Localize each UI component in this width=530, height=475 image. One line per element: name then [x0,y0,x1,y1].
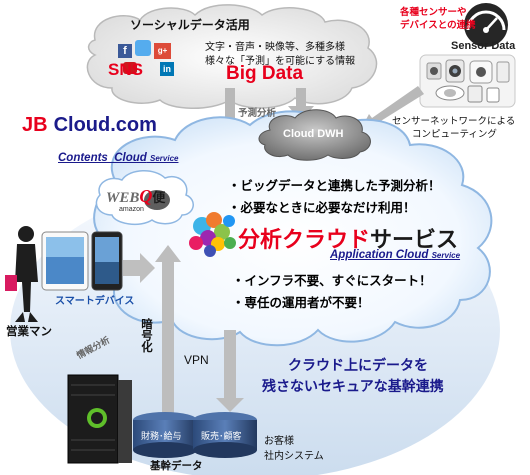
db-sales-label: 販売･顧客 [201,432,242,442]
youtube-icon [123,62,137,74]
sns-label: SNS [108,60,143,79]
cloud-dwh-label: Cloud DWH [283,128,344,140]
main-service-title: 分析クラウドサービス [238,222,458,254]
core-data-label: 基幹データ [150,460,203,472]
twitter-icon [135,40,151,56]
big-data-label: Big Data [226,63,304,84]
application-cloud-text: Application Cloud [330,249,429,261]
encryption-label: 暗号化 [140,318,154,353]
prediction-label: 予測分析 [238,108,277,119]
social-desc-line2: 様々な「予測」を可能にする情報 [205,56,356,67]
salesman-label: 営業マン [6,324,52,338]
webq-q: Q [139,186,153,206]
application-cloud-service: Service [431,251,461,260]
upload-arrow [155,245,181,422]
server-stripes [71,384,115,451]
cloud-dwh [258,109,371,161]
contents-cloud-text: Contents Cloud [58,152,147,164]
device-arrow [123,253,155,283]
salesman-icon [5,226,38,322]
main-title-analysis: 分析 [238,228,283,253]
amazon-label: amazon [119,206,144,213]
social-data-cloud [86,4,378,109]
bullet-no-operator: ・専任の運用者が不要！ [232,295,370,310]
application-cloud-label: Application Cloud Service [330,249,460,261]
webq-bubble [95,170,194,226]
contents-cloud-service: Service [150,154,179,163]
tablet-devices [41,231,123,291]
googleplus-icon: g+ [154,43,171,59]
secure-line2: 残さないセキュアな基幹連携 [262,379,444,395]
webq-web: WEB [106,190,140,206]
server-tower [67,374,132,464]
bullet-predictive: ・ビッグデータと連携した予測分析！ [228,178,441,193]
main-title-cloud: クラウド [282,228,371,253]
social-title: ソーシャルデータ活用 [130,18,250,32]
sensor-caption-line2: デバイスとの連携 [400,20,476,31]
customer-line2: 社内システム [264,451,324,462]
vpn-label: VPN [184,353,209,367]
main-title-service: サービス [370,228,459,253]
sensor-network-line1: センサーネットワークによる [392,116,516,127]
bullet-no-infra: ・インフラ不要、すぐにスタート！ [232,273,432,288]
customer-line1: お客様 [264,436,294,447]
gauge-icon [464,3,508,47]
download-arrow [216,330,244,412]
sns-logos: f g+ in [118,40,198,80]
secure-line1: クラウド上にデータを [288,358,428,374]
sensor-data-label: Sensor Data [451,40,516,52]
facebook-icon: f [118,44,132,58]
webq-bin: 便 [152,191,166,206]
linkedin-icon: in [160,62,174,76]
sensor-device-box [419,54,516,108]
sensor-caption-line1: 各種センサーや [400,7,467,18]
molecule-icon [189,212,236,257]
contents-cloud-label: Contents Cloud Service [58,152,178,164]
brand-cloud: Cloud.com [53,114,157,136]
smart-device-label: スマートデバイス [55,296,135,307]
social-desc-line1: 文字・音声・映像等、多種多様 [205,42,345,53]
brand-jb: JB [22,114,48,136]
sensor-network-line2: コンピューティング [412,129,497,140]
bullet-on-demand: ・必要なときに必要なだけ利用！ [228,200,416,215]
db-finance-label: 財務･給与 [141,432,182,442]
database-cylinders [133,412,257,458]
analysis-cloud [91,110,493,347]
webq-logo: WEBQ便 [106,186,165,207]
